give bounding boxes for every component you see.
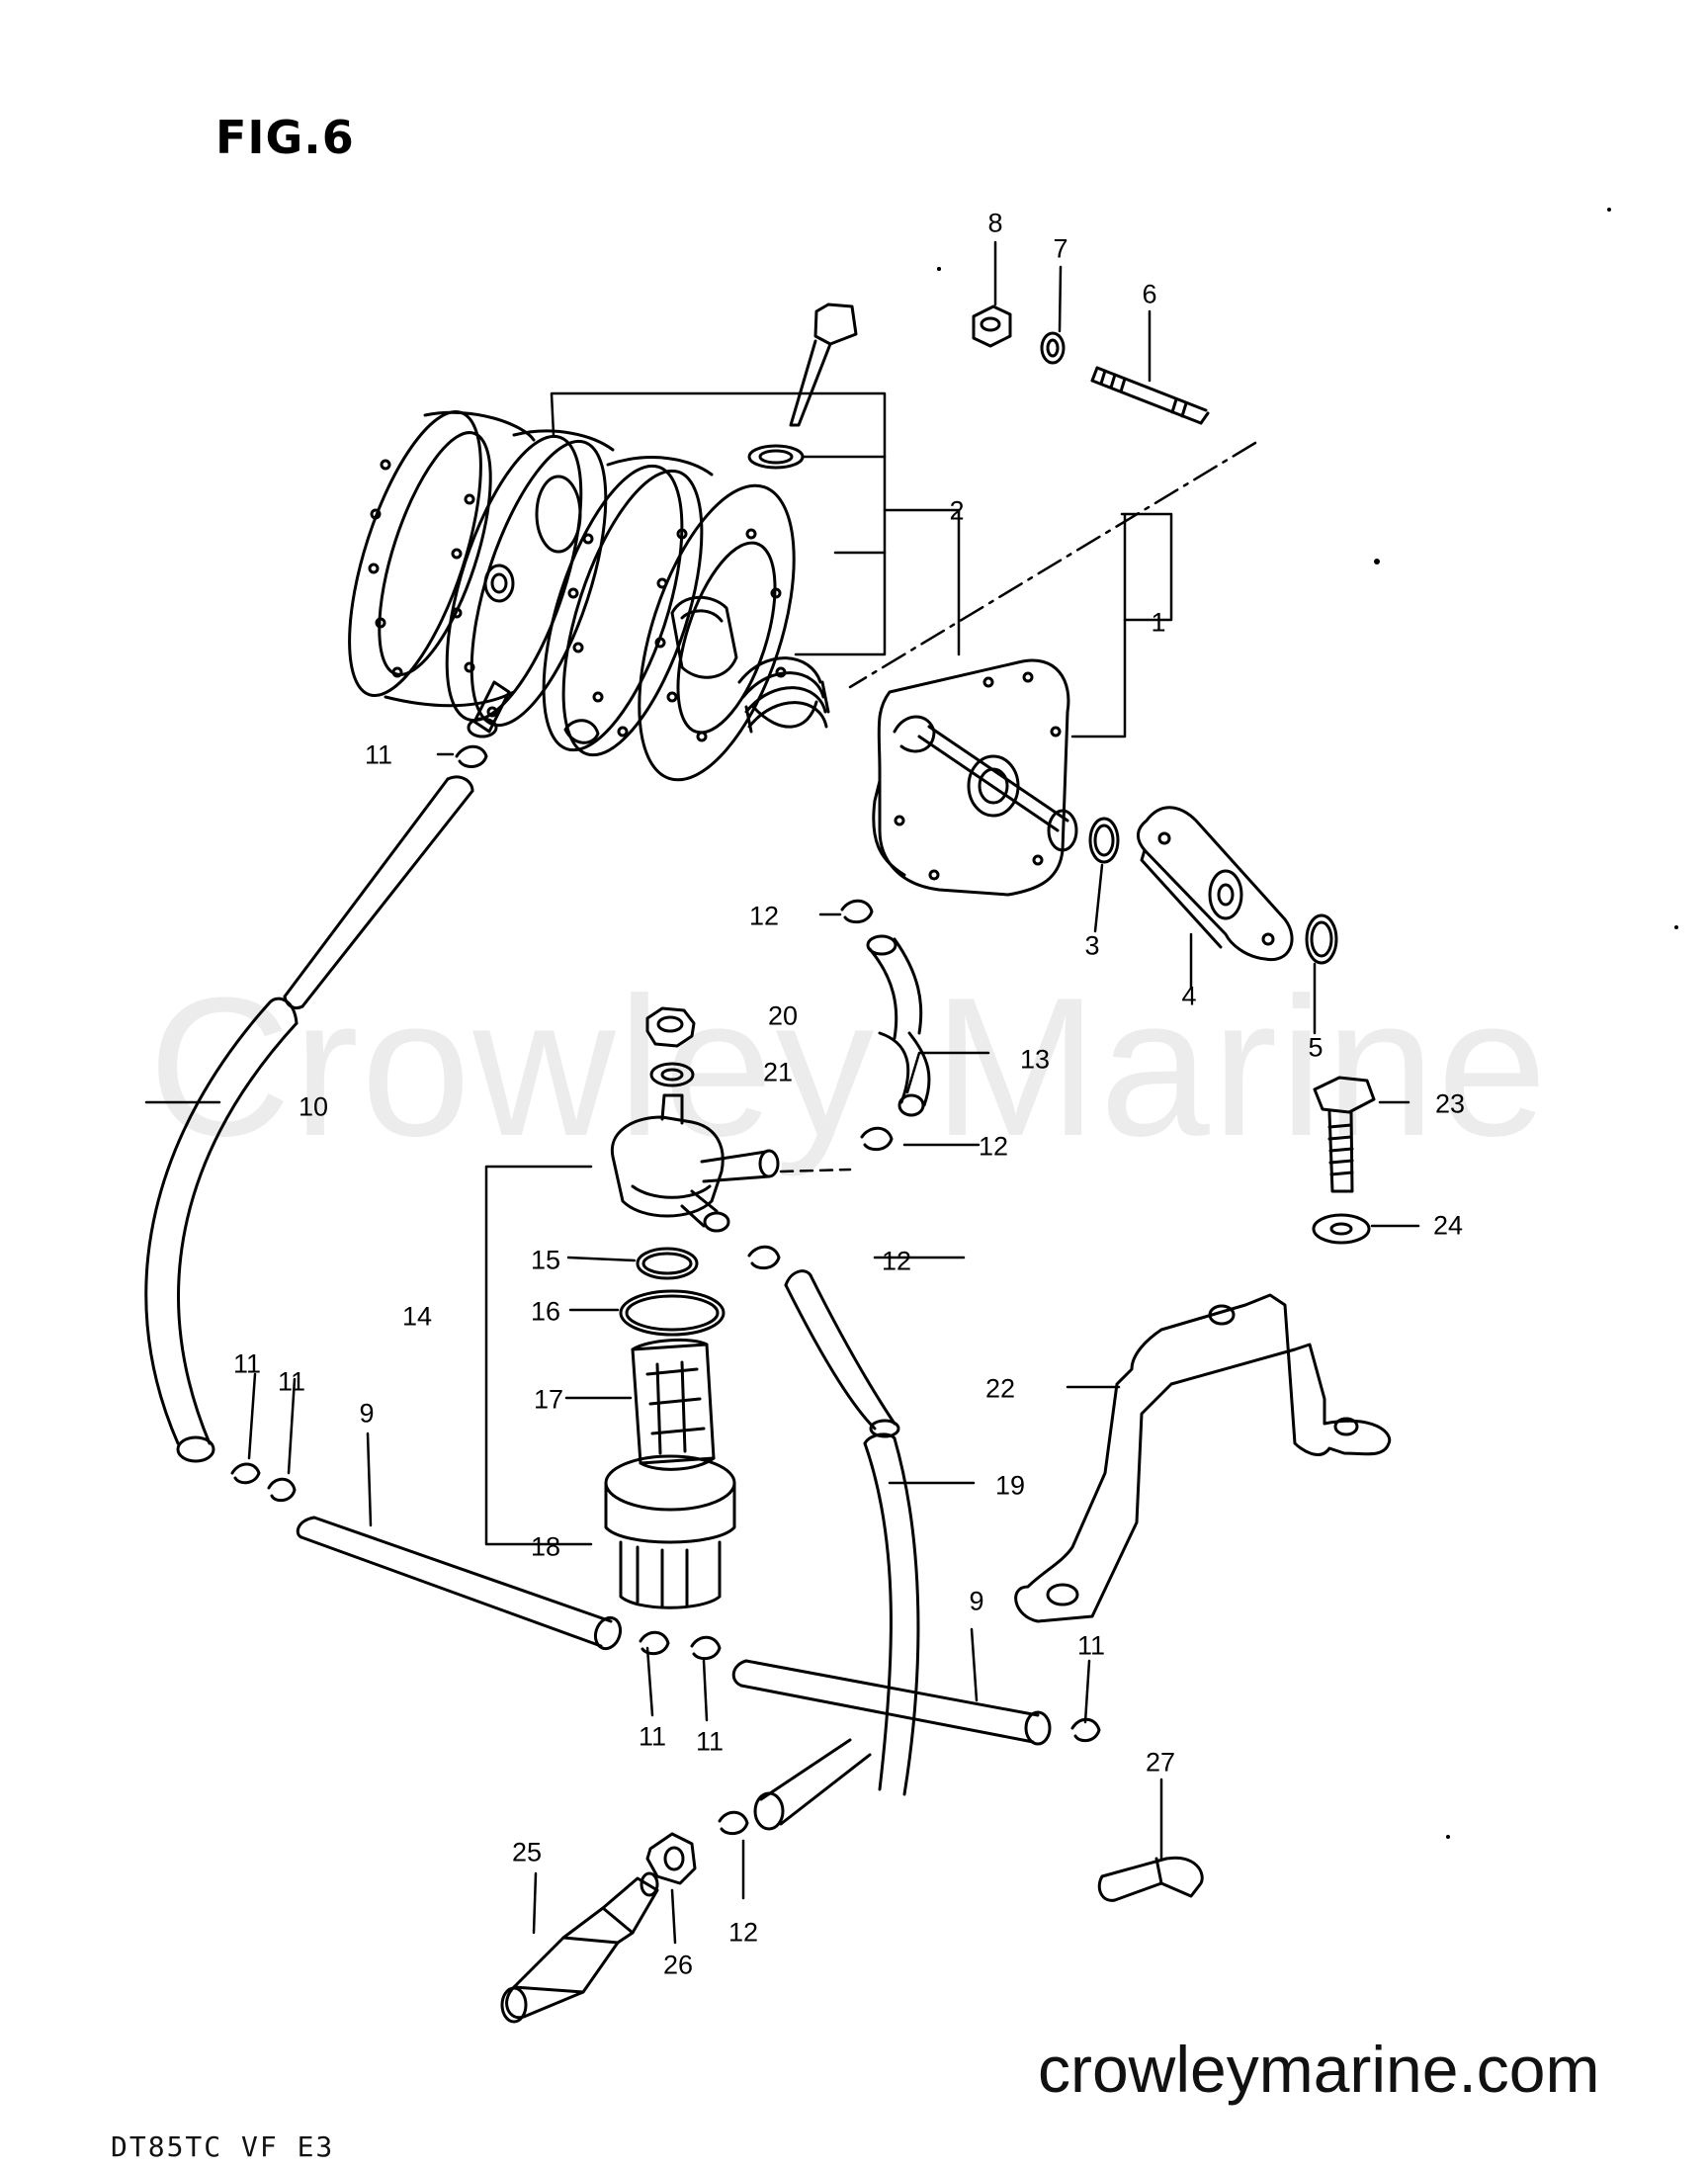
- callout-part-26: 26: [662, 1950, 694, 1980]
- callout-part-5: 5: [1308, 1032, 1324, 1063]
- pump-cover: [848, 441, 1257, 897]
- callout-part-9-b: 9: [969, 1586, 984, 1616]
- callout-part-11-c: 11: [277, 1366, 306, 1397]
- callout-part-2: 2: [949, 495, 965, 526]
- callout-part-10: 10: [298, 1091, 329, 1122]
- model-code: DT85TC VF E3: [111, 2130, 335, 2163]
- figure-title: FIG.6: [215, 111, 355, 164]
- callout-part-21: 21: [762, 1057, 794, 1087]
- callout-part-7: 7: [1053, 233, 1068, 264]
- callout-part-20: 20: [767, 1000, 799, 1031]
- callout-part-14: 14: [401, 1301, 433, 1332]
- callout-part-1: 1: [1151, 607, 1166, 638]
- callout-part-8: 8: [987, 208, 1003, 238]
- callout-part-19: 19: [994, 1470, 1026, 1501]
- callout-part-22: 22: [984, 1373, 1016, 1404]
- website-url: crowleymarine.com: [1038, 2033, 1600, 2106]
- callout-part-11-a: 11: [364, 739, 393, 770]
- callout-part-23: 23: [1434, 1088, 1466, 1119]
- fuel-pump-body: [348, 303, 961, 782]
- callout-part-11-b: 11: [232, 1348, 262, 1379]
- fittings: [500, 1832, 1204, 2024]
- callout-part-11-f: 11: [1076, 1630, 1106, 1661]
- callout-part-3: 3: [1084, 930, 1100, 961]
- callout-part-12-a: 12: [748, 901, 780, 931]
- callout-part-6: 6: [1142, 279, 1157, 309]
- callout-part-9-a: 9: [359, 1398, 375, 1429]
- callout-part-16: 16: [530, 1296, 561, 1327]
- callout-part-25: 25: [511, 1837, 543, 1867]
- callout-part-13: 13: [1019, 1044, 1051, 1075]
- small-hardware: [972, 304, 1338, 965]
- callout-part-17: 17: [533, 1384, 564, 1415]
- callout-part-15: 15: [530, 1245, 561, 1275]
- hose-clips: [230, 744, 1101, 1836]
- callout-part-27: 27: [1145, 1747, 1176, 1778]
- callout-part-24: 24: [1432, 1210, 1464, 1241]
- callout-part-12-d: 12: [727, 1917, 759, 1948]
- scan-specks: [937, 208, 1678, 1839]
- leader-lines: [144, 240, 1420, 1945]
- callout-part-12-c: 12: [881, 1246, 912, 1276]
- callout-part-18: 18: [530, 1531, 561, 1562]
- callout-part-12-b: 12: [978, 1131, 1009, 1162]
- mounting-bracket: [1014, 1076, 1392, 1623]
- callout-part-4: 4: [1181, 981, 1197, 1011]
- callout-part-11-e: 11: [695, 1726, 725, 1757]
- fuel-hoses: [144, 775, 1052, 1831]
- fuel-filter-assembly: [484, 1006, 852, 1609]
- callout-part-11-d: 11: [638, 1721, 667, 1752]
